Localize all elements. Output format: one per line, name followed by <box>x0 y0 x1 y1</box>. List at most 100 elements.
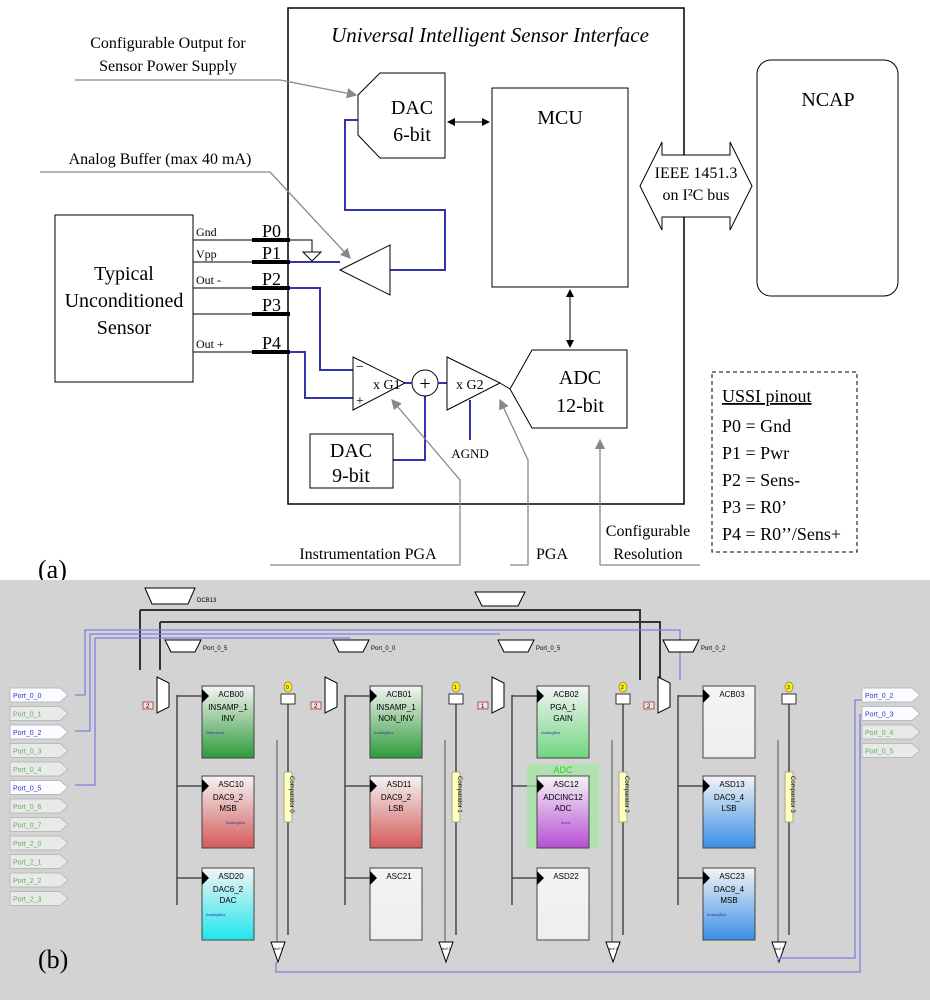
block-pin: AnalogBus <box>541 730 560 735</box>
block-id: ASC12 <box>553 780 579 789</box>
input-mux[interactable] <box>324 676 338 714</box>
port-mux[interactable] <box>164 639 202 653</box>
port-mux-label: Port_0_5 <box>536 646 561 652</box>
input-mux[interactable] <box>156 676 170 714</box>
callout-output: Sensor Power Supply <box>99 58 237 75</box>
port-pin[interactable] <box>9 706 69 721</box>
block-function: PGA_1 <box>550 703 576 712</box>
port-pin[interactable] <box>861 724 921 740</box>
mcu-block <box>491 87 629 288</box>
block-function: INV <box>221 714 235 723</box>
port-pin-label: Port_0_7 <box>13 823 42 830</box>
port-pin[interactable] <box>9 817 69 832</box>
pin-label: P1 <box>262 243 281 263</box>
part-b-label: (b) <box>38 945 68 974</box>
analog-block-asc21[interactable] <box>369 867 423 941</box>
comparator-id: 2 <box>621 685 624 691</box>
port-pin[interactable] <box>9 761 69 777</box>
port-pin-label: Port_0_0 <box>13 693 42 700</box>
output-buffer <box>771 941 787 964</box>
block-id: ACB01 <box>386 690 412 699</box>
port-pin[interactable] <box>9 724 69 740</box>
bus-label: IEEE 1451.3 <box>655 165 738 182</box>
port-pin[interactable] <box>9 687 69 703</box>
analog-block-asc12[interactable] <box>536 775 590 849</box>
analog-block-asd13[interactable] <box>702 775 756 849</box>
dac6-label: 6-bit <box>393 124 431 146</box>
adc-group-label: ADC <box>553 765 573 775</box>
analog-block-acb02[interactable] <box>536 685 590 759</box>
sensor-label: Typical <box>94 263 154 285</box>
block-function: DAC9_4 <box>714 885 745 894</box>
dac9-label: DAC <box>330 440 372 462</box>
ussi-box <box>287 7 685 505</box>
callout-inst-pga: Instrumentation PGA <box>299 546 437 563</box>
port-pin[interactable] <box>9 891 69 906</box>
dac6-label: DAC <box>391 97 433 119</box>
block-pin: AnalogBus <box>374 730 393 735</box>
port-pin[interactable] <box>861 706 921 721</box>
block-function: LSB <box>388 804 403 813</box>
output-buffer <box>438 941 454 964</box>
port-pin-label: Port_0_1 <box>13 712 42 719</box>
mux-select: 2 <box>314 704 318 710</box>
block-function: MSB <box>720 896 737 905</box>
signal-label: Gnd <box>196 225 217 239</box>
port-pin[interactable] <box>9 798 69 814</box>
port-pin-label: Port_2_0 <box>13 841 42 848</box>
g1-label: x G1 <box>373 378 401 393</box>
ncap-label: NCAP <box>801 89 854 111</box>
port-mux-label: Port_0_2 <box>701 646 726 652</box>
port-mux[interactable] <box>332 639 370 653</box>
block-function: DAC6_2 <box>213 885 244 894</box>
analog-block-acb03[interactable] <box>702 685 756 759</box>
port-pin[interactable] <box>861 743 921 758</box>
port-pin[interactable] <box>9 743 69 758</box>
pin-label: P4 <box>262 333 281 353</box>
block-function: DAC <box>220 896 237 905</box>
analog-block-asd20[interactable] <box>201 867 255 941</box>
instrumentation-amp <box>352 356 407 411</box>
port-pin[interactable] <box>9 872 69 888</box>
pinout-title: USSI pinout <box>722 386 812 406</box>
port-pin-label: Port_0_2 <box>13 730 42 737</box>
port-pin-label: Port_2_3 <box>13 897 42 904</box>
buffer-label: buf 2 <box>609 946 619 951</box>
mux-select: 1 <box>481 704 485 710</box>
port-mux[interactable] <box>662 639 700 653</box>
port-pin[interactable] <box>9 835 69 851</box>
port-pin[interactable] <box>9 780 69 795</box>
block-pin: Input <box>561 820 571 825</box>
port-pin[interactable] <box>861 687 921 703</box>
buffer-label: buf 1 <box>442 946 452 951</box>
analog-block-acb00[interactable] <box>201 685 255 759</box>
port-mux[interactable] <box>497 639 535 653</box>
dac9-label: 9-bit <box>332 465 370 487</box>
mux-select: 2 <box>146 704 150 710</box>
analog-block-asc10[interactable] <box>201 775 255 849</box>
analog-block-acb01[interactable] <box>369 685 423 759</box>
ncap-block <box>756 59 899 297</box>
analog-block-asd22[interactable] <box>536 867 590 941</box>
block-pin: AnalogBus <box>206 912 225 917</box>
comparator-id: 3 <box>787 685 790 691</box>
pga-amp <box>446 356 502 411</box>
sensor-label: Sensor <box>97 317 152 339</box>
analog-block-asc23[interactable] <box>702 867 756 941</box>
comparator-id: 1 <box>454 685 457 691</box>
signal-label: Out - <box>196 273 221 287</box>
sensor-label: Unconditioned <box>65 290 184 312</box>
port-pin[interactable] <box>9 854 69 869</box>
comparator-label: Comparator 1 <box>456 776 462 813</box>
callout-output: Configurable Output for <box>90 35 246 52</box>
callout-resolution: Resolution <box>613 546 682 563</box>
signal-label: Vpp <box>196 247 217 261</box>
port-pin-label: Port_0_3 <box>13 749 42 756</box>
input-mux[interactable] <box>491 676 505 714</box>
analog-block-asd11[interactable] <box>369 775 423 849</box>
pinout-row: P0 = Gnd <box>722 416 791 436</box>
input-mux[interactable] <box>657 676 671 714</box>
